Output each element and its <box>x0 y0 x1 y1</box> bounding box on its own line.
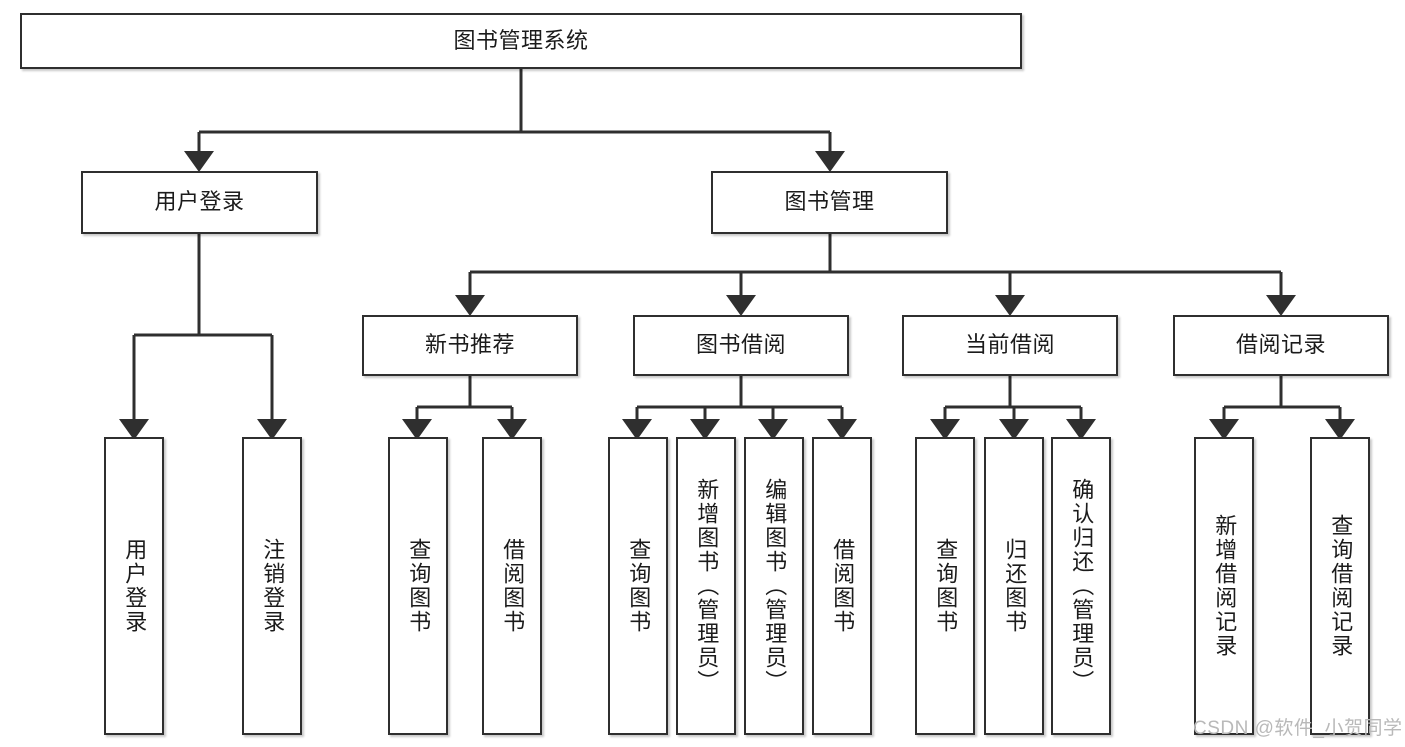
node-current-borrow[interactable]: 当前借阅 <box>902 315 1118 376</box>
node-label: 新增图书（管理员） <box>694 478 720 694</box>
node-book-borrow[interactable]: 图书借阅 <box>633 315 849 376</box>
node-label: 查询图书 <box>626 538 652 634</box>
node-label: 注销登录 <box>260 538 286 634</box>
node-label: 用户登录 <box>122 538 148 634</box>
node-label: 新增借阅记录 <box>1212 514 1238 658</box>
leaf-current-confirm-return-admin[interactable]: 确认归还（管理员） <box>1051 437 1111 735</box>
node-book-management[interactable]: 图书管理 <box>711 171 948 234</box>
csdn-watermark: CSDN @软件_小贺同学 <box>1193 718 1403 739</box>
node-label: 当前借阅 <box>964 332 1055 358</box>
node-borrow-record[interactable]: 借阅记录 <box>1173 315 1389 376</box>
leaf-record-add-record[interactable]: 新增借阅记录 <box>1194 437 1254 735</box>
leaf-current-return-book[interactable]: 归还图书 <box>984 437 1044 735</box>
node-label: 查询借阅记录 <box>1328 514 1354 658</box>
leaf-current-query-book[interactable]: 查询图书 <box>915 437 975 735</box>
leaf-record-query-record[interactable]: 查询借阅记录 <box>1310 437 1370 735</box>
leaf-borrow-query-book[interactable]: 查询图书 <box>608 437 668 735</box>
node-label: 确认归还（管理员） <box>1069 478 1095 694</box>
node-label: 编辑图书（管理员） <box>762 478 788 694</box>
node-label: 用户登录 <box>154 189 245 215</box>
leaf-borrow-add-book-admin[interactable]: 新增图书（管理员） <box>676 437 736 735</box>
node-label: 图书管理 <box>784 189 875 215</box>
leaf-recommend-borrow-book[interactable]: 借阅图书 <box>482 437 542 735</box>
node-label: 查询图书 <box>933 538 959 634</box>
node-label: 新书推荐 <box>424 332 515 358</box>
leaf-user-login-logout[interactable]: 注销登录 <box>242 437 302 735</box>
node-label: 借阅图书 <box>830 538 856 634</box>
node-label: 图书管理系统 <box>453 27 589 53</box>
node-label: 借阅图书 <box>500 538 526 634</box>
node-label: 图书借阅 <box>695 332 786 358</box>
node-label: 借阅记录 <box>1235 332 1326 358</box>
node-root-system[interactable]: 图书管理系统 <box>20 13 1022 69</box>
node-label: 归还图书 <box>1002 538 1028 634</box>
leaf-recommend-query-book[interactable]: 查询图书 <box>388 437 448 735</box>
node-label: 查询图书 <box>406 538 432 634</box>
node-new-book-recommend[interactable]: 新书推荐 <box>362 315 578 376</box>
leaf-user-login-login[interactable]: 用户登录 <box>104 437 164 735</box>
node-user-login[interactable]: 用户登录 <box>81 171 318 234</box>
leaf-borrow-borrow-book[interactable]: 借阅图书 <box>812 437 872 735</box>
leaf-borrow-edit-book-admin[interactable]: 编辑图书（管理员） <box>744 437 804 735</box>
